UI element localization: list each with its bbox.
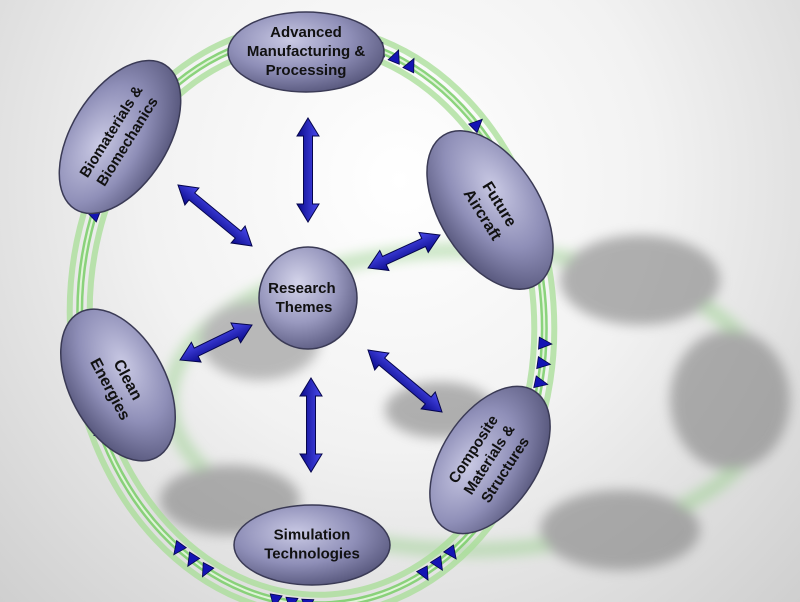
ring-cone-5 [387,49,400,65]
hub-label-line-2: Themes [276,299,333,316]
theme-node-biomaterials-shape [58,59,182,215]
hub-label-line-1: Research [268,280,336,297]
theme-node-biomaterials: Biomaterials &Biomechanics [58,59,182,215]
theme-node-manufacturing-shape [227,11,385,93]
theme-node-composites-shape [429,385,551,535]
node-shadow-1 [560,235,720,325]
ring-cone-8 [538,336,553,350]
theme-node-manufacturing-label-line-1: Advanced [270,24,342,41]
hub-node: Research Themes [258,246,358,350]
node-shadow-3 [540,490,700,570]
double-arrow-6 [299,377,323,473]
theme-node-manufacturing-label-line-3: Processing [266,62,347,79]
theme-node-manufacturing-label-line-2: Manufacturing & [247,43,365,60]
double-arrow-5 [367,349,443,413]
ring-cone-12 [442,544,457,560]
hub-shape [258,246,358,350]
theme-node-aircraft-shape [426,130,554,290]
double-arrow-1 [296,117,320,223]
theme-node-composites: CompositeMaterials &Structures [429,385,551,535]
theme-node-simulation-label-line-1: Simulation [274,526,351,543]
theme-node-simulation-label-line-2: Technologies [264,545,360,562]
hub-label: Research Themes [268,280,340,316]
ring-cone-14 [415,565,429,582]
node-shadow-2 [670,330,790,470]
ring-cone-6 [402,57,415,74]
ring-cone-19 [187,551,201,568]
ring-cone-18 [201,561,215,578]
ring-cone-16 [285,596,299,602]
ring-cone-20 [173,539,188,556]
double-arrow-2 [177,184,253,247]
theme-node-aircraft: FutureAircraft [426,130,554,290]
ring-cone-9 [536,355,552,370]
double-arrow-4 [179,322,253,363]
ring-cone-7 [468,118,483,134]
ring-cone-15 [301,598,315,602]
ring-cone-13 [429,555,443,571]
double-arrow-3 [367,231,441,272]
ring-cone-10 [533,375,549,389]
hub-arrows [177,117,443,473]
theme-node-simulation-shape [233,504,391,586]
theme-node-energies: CleanEnergies [59,308,177,462]
theme-node-energies-shape [59,308,177,462]
